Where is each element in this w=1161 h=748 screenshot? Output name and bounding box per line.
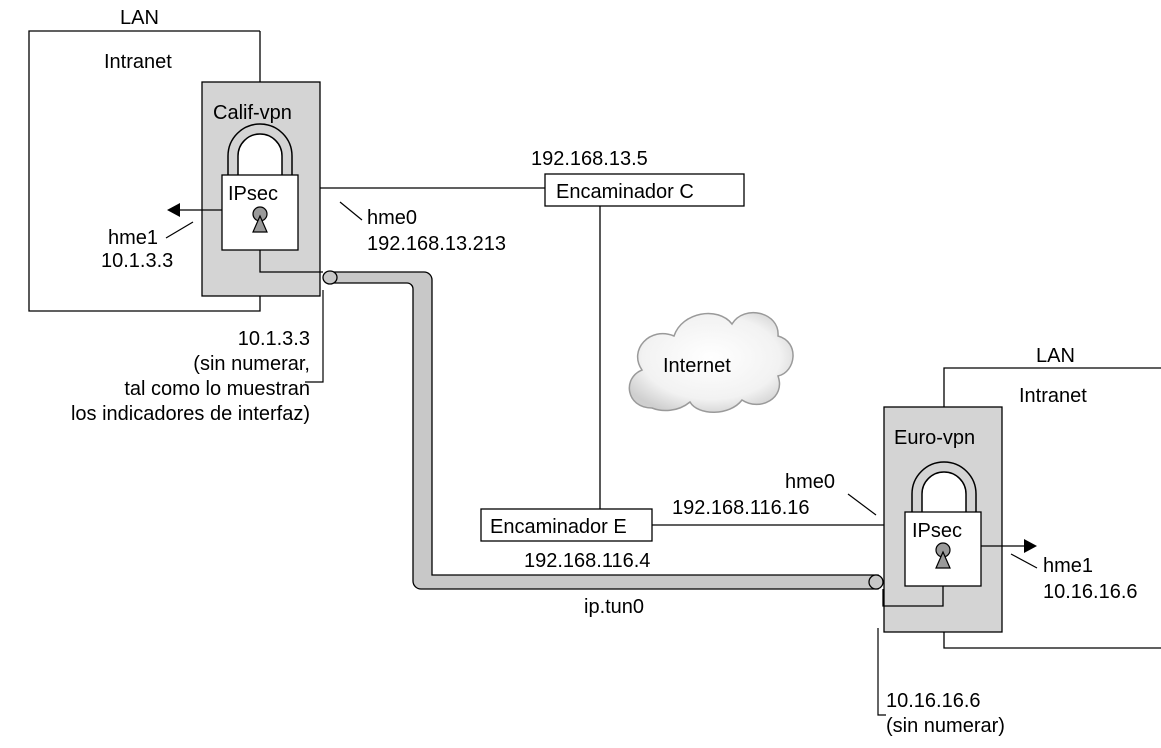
euro-intranet-label: Intranet: [1019, 385, 1087, 407]
calif-tunnel-line-1: 10.1.3.3: [238, 328, 310, 350]
router-c-label: Encaminador C: [556, 181, 694, 203]
calif-lan-label: LAN: [120, 7, 159, 29]
internet-cloud-icon: [628, 311, 794, 413]
calif-lan-boundary: [28, 30, 261, 312]
calif-hme0-name: hme0: [367, 207, 417, 229]
euro-tunnel-note: (sin numerar): [886, 715, 1005, 737]
euro-ipsec-label: IPsec: [912, 520, 962, 542]
euro-lan-boundary: [943, 367, 1161, 649]
euro-hme0-name: hme0: [785, 471, 835, 493]
euro-lan-label: LAN: [1036, 345, 1075, 367]
calif-vpn-label: Calif-vpn: [213, 102, 292, 124]
calif-intranet-label: Intranet: [104, 51, 172, 73]
router-e-label: Encaminador E: [490, 516, 627, 538]
euro-vpn-label: Euro-vpn: [894, 427, 975, 449]
euro-tunnel-ip: 10.16.16.6: [886, 690, 981, 712]
calif-padlock-icon: [221, 123, 299, 251]
euro-hme1-ip: 10.16.16.6: [1043, 581, 1138, 603]
router-c-ip: 192.168.13.5: [531, 148, 648, 170]
tunnel-label: ip.tun0: [584, 596, 644, 618]
euro-hme1-arrow-icon: [1024, 539, 1037, 553]
calif-ipsec-label: IPsec: [228, 183, 278, 205]
calif-tunnel-line-3: tal como lo muestran: [124, 378, 310, 400]
ip-tunnel-tube: [322, 270, 884, 590]
router-e-box: [480, 508, 653, 542]
calif-hme1-name: hme1: [108, 227, 158, 249]
euro-hme1-name: hme1: [1043, 555, 1093, 577]
calif-tunnel-line-4: los indicadores de interfaz): [71, 403, 310, 425]
calif-hme1-ip: 10.1.3.3: [101, 250, 173, 272]
router-e-ip: 192.168.116.4: [524, 550, 650, 572]
calif-hme1-arrow-icon: [167, 203, 180, 217]
internet-label: Internet: [663, 355, 731, 377]
euro-padlock-icon: [904, 461, 982, 587]
calif-tunnel-line-2: (sin numerar,: [193, 353, 310, 375]
euro-hme0-ip: 192.168.116.16: [672, 497, 810, 519]
calif-hme0-ip: 192.168.13.213: [367, 233, 506, 255]
router-c-box: [544, 173, 745, 207]
